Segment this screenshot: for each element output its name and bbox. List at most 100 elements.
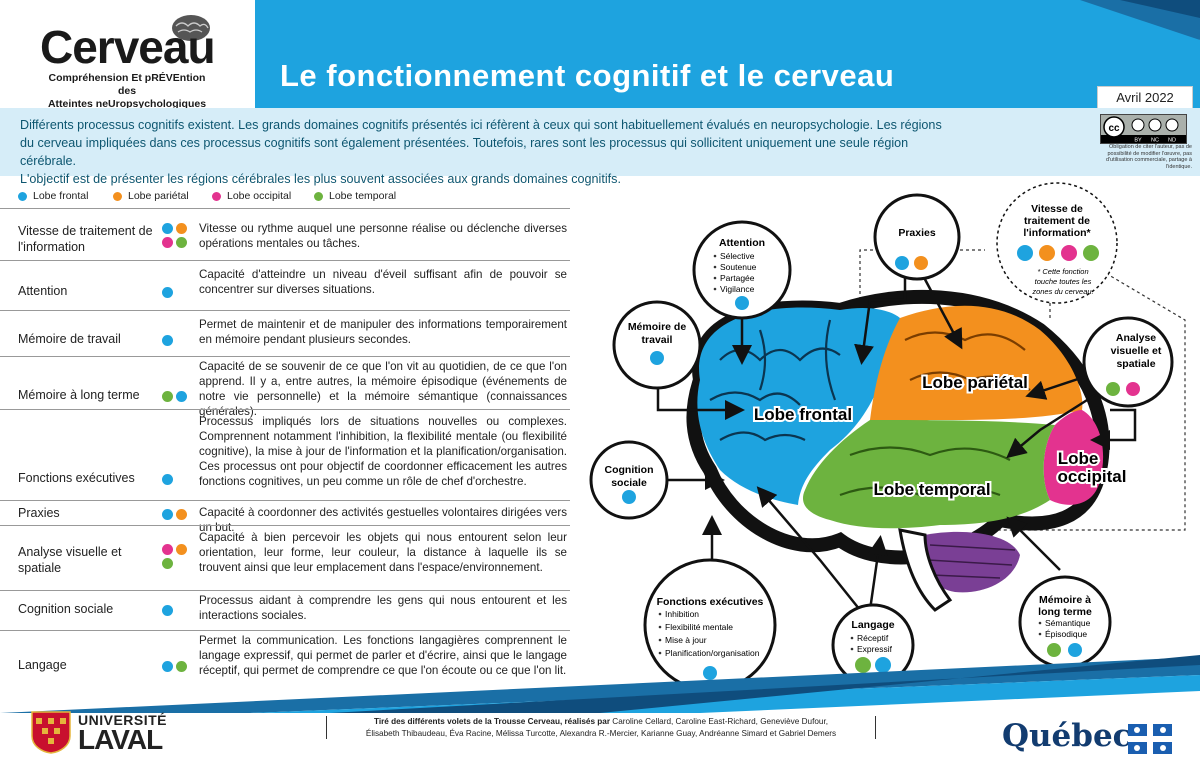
legend-temporal-dot (314, 191, 323, 201)
dot-frontal (162, 335, 173, 346)
domain-description: Permet de maintenir et de manipuler des … (199, 318, 567, 346)
dot-frontal (162, 605, 173, 616)
occipital-lobe-label-2: occipital (1058, 467, 1127, 486)
dot-occipital (162, 237, 173, 248)
dot-frontal (622, 490, 636, 504)
dot-parietal (176, 544, 187, 555)
logo-subtitle-line-1: Compréhension Et pRÉVEntion des (48, 72, 206, 97)
bubble-praxies-title: Praxies (898, 227, 936, 239)
bubble-fonctions: Fonctions exécutives Inhibition Flexibil… (643, 558, 777, 692)
bubble-memoire-lt-title-2: long terme (1038, 606, 1092, 618)
bubble-attention-item: Vigilance (720, 284, 755, 294)
domain-name: Cognition sociale (18, 602, 114, 616)
occipital-lobe-label-1: Lobe (1058, 449, 1099, 468)
bullet-marks (850, 636, 854, 651)
dot-frontal (1017, 245, 1033, 261)
legend-temporal-label: Lobe temporal (329, 190, 397, 202)
intro-text: Différents processus cognitifs existent.… (20, 116, 960, 188)
bubble-analyse-title-1: Analyse (1116, 332, 1156, 344)
date-badge: Avril 2022 (1097, 86, 1193, 110)
bubble-memoire-travail-title-1: Mémoire de (628, 321, 687, 333)
dot-parietal (1039, 245, 1055, 261)
lobe-dots (162, 335, 192, 349)
lobe-dots (162, 605, 192, 619)
license-note: Obligation de citer l'auteur, pas de pos… (1105, 144, 1192, 170)
intro-line-2: du cerveau impliquées dans ces processus… (20, 136, 909, 168)
cc-nd-label: ND (1168, 138, 1176, 144)
cc-by-label: BY (1134, 138, 1142, 144)
creative-commons-badge: cc BY NC ND (1100, 114, 1187, 144)
legend-parietal-label: Lobe pariétal (128, 190, 189, 202)
legend-occipital-label: Lobe occipital (227, 190, 292, 202)
lobe-dots (162, 509, 192, 523)
bubble-praxies: Praxies (873, 193, 961, 281)
lobe-dots (162, 391, 192, 405)
dot-frontal (162, 474, 173, 485)
logo-wordmark: Cerveau (40, 21, 216, 73)
bubble-langage-item: Expressif (857, 644, 893, 654)
university-name-line-1: UNIVERSITÉ (78, 712, 168, 728)
bubble-vitesse-note-3: zones du cerveau. (1031, 287, 1093, 296)
legend-frontal: Lobe frontal (18, 190, 88, 202)
cc-nc-label: NC (1151, 138, 1159, 144)
brain-logo-icon (172, 15, 210, 41)
bubble-attention-item: Sélective (720, 251, 755, 261)
bullet-marks (713, 254, 717, 291)
frontal-lobe-label: Lobe frontal (754, 405, 852, 424)
credits-lead: Tiré des différents volets de la Trousse… (373, 717, 611, 726)
domain-name: Attention (18, 284, 68, 298)
domain-description: Processus impliqués lors de situations n… (199, 415, 567, 488)
bubble-fonctions-title: Fonctions exécutives (657, 596, 764, 608)
brainstem-shape (898, 528, 953, 612)
page-title: Le fonctionnement cognitif et le cerveau (280, 58, 895, 93)
dot-frontal (895, 256, 909, 270)
legend-frontal-label: Lobe frontal (33, 190, 89, 202)
bullet-marks (658, 612, 662, 655)
dot-frontal (162, 223, 173, 234)
dot-temporal (855, 657, 871, 673)
occipital-lobe-shape (1043, 410, 1104, 505)
dot-frontal (735, 296, 749, 310)
bubble-memoire-lt-item: Épisodique (1045, 629, 1087, 639)
connector-arrows (656, 269, 1137, 611)
domain-description: Vitesse ou rythme auquel une personne ré… (199, 222, 567, 250)
domain-name: Analyse visuelle et spatiale (18, 545, 122, 575)
lobe-dots (162, 223, 192, 251)
lobe-dots (162, 287, 192, 301)
dot-occipital (162, 544, 173, 555)
domain-description: Capacité à bien percevoir les objets qui… (199, 531, 567, 574)
footer-swoosh (0, 655, 1200, 713)
intro-band (0, 108, 1200, 176)
cc-label: cc (1108, 123, 1120, 134)
dot-frontal (162, 661, 173, 672)
bubble-analyse-title-2: visuelle et (1111, 345, 1162, 357)
bubble-cognition-title-1: Cognition (605, 464, 654, 476)
dot-frontal (1068, 643, 1082, 657)
legend-parietal-dot (113, 191, 122, 201)
bubble-vitesse-title-1: Vitesse de (1031, 203, 1083, 215)
bubble-vitesse: Vitesse de traitement de l'information* … (996, 182, 1118, 304)
logo-subtitle-line-2: Atteintes neUropsychologiques (47, 98, 207, 110)
dot-frontal (176, 391, 187, 402)
lobe-dots (162, 661, 192, 675)
credits: Tiré des différents volets de la Trousse… (326, 716, 876, 739)
lobe-dots (162, 474, 192, 488)
bubble-attention-item: Partagée (720, 273, 755, 283)
intro-line-3: L'objectif est de présenter les régions … (20, 172, 621, 186)
dot-occipital (1126, 382, 1140, 396)
brain-diagram: Lobe frontal Lobe pariétal Lobe temporal… (589, 182, 1186, 692)
intro-line-1: Différents processus cognitifs existent.… (20, 118, 942, 132)
logo-subtitle: Compréhension Et pRÉVEntion des Atteinte… (42, 72, 212, 111)
parietal-lobe-shape (870, 305, 1083, 426)
bubble-langage-item: Réceptif (857, 633, 889, 643)
bubble-vitesse-note-2: touche toutes les (1035, 277, 1092, 286)
bubble-langage: Langage Réceptif Expressif (831, 603, 915, 687)
dot-frontal (162, 509, 173, 520)
dot-parietal (176, 223, 187, 234)
dot-temporal (162, 558, 173, 569)
lobe-dots (162, 544, 192, 572)
bubble-attention: Attention Sélective Soutenue Partagée Vi… (692, 220, 792, 320)
